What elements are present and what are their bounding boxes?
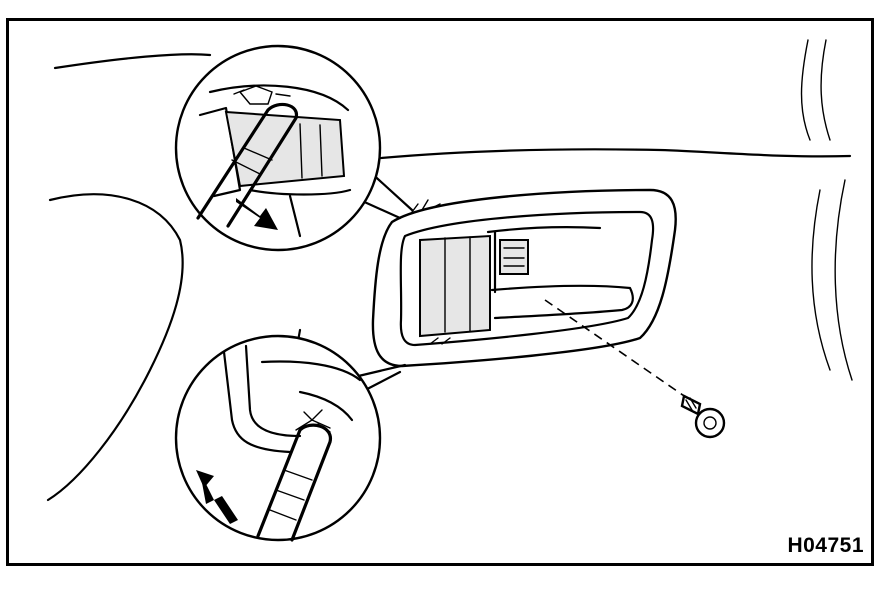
- figure-code-label: H04751: [787, 534, 864, 557]
- screw-icon: [680, 394, 726, 439]
- magnifier-detail-bottom: [174, 334, 407, 542]
- arrow-down-right-icon: [236, 198, 278, 230]
- door-panel-outline: [46, 39, 853, 522]
- arrow-up-left-icon: [196, 470, 238, 524]
- inside-handle-bezel: [371, 188, 677, 368]
- magnifier-detail-top: [174, 44, 414, 252]
